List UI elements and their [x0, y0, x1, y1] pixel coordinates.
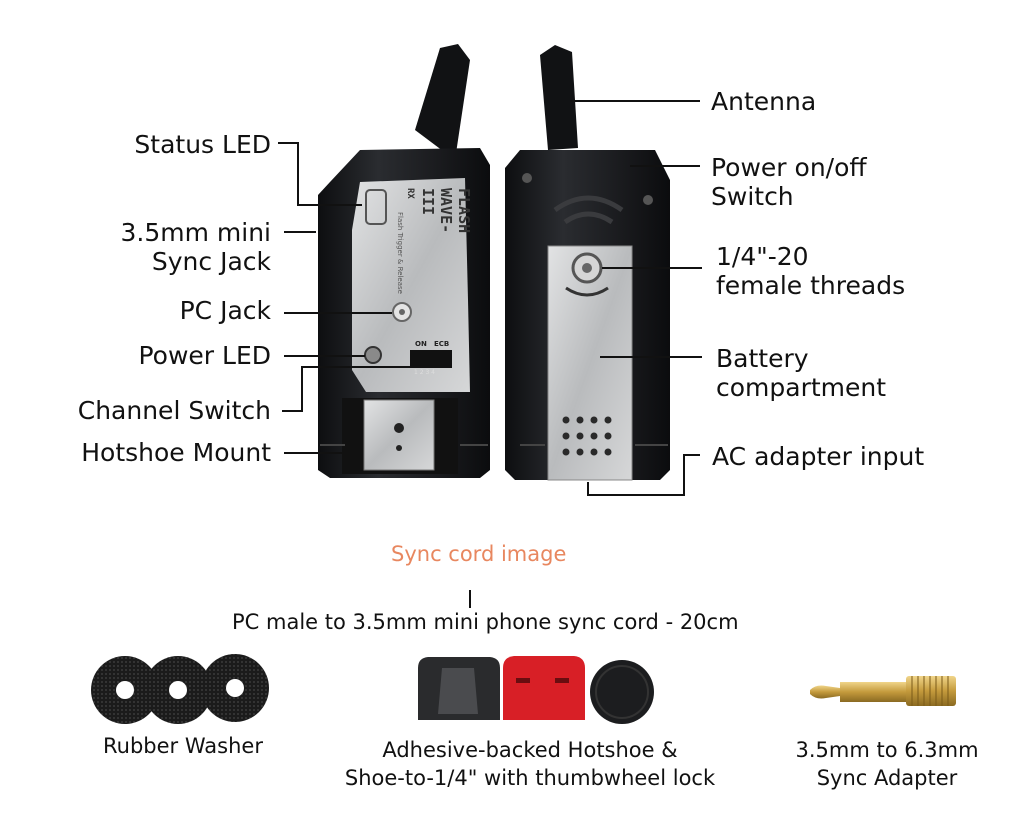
speaker-grille	[562, 416, 612, 456]
dip-number-labels: 1 2 3 4	[414, 369, 435, 376]
caption-rubber-washer: Rubber Washer	[70, 732, 296, 760]
leader-lines	[278, 100, 702, 608]
caption-sync-adapter-line-2: Sync Adapter	[816, 766, 958, 790]
label-antenna: Antenna	[711, 87, 817, 116]
device-brand: FLASH WAVE-III RX	[401, 188, 473, 244]
leader-ac-adapter	[587, 454, 700, 496]
power-led	[364, 346, 382, 364]
rubber-washers	[91, 654, 269, 724]
hotshoe-accessories	[418, 656, 654, 724]
hotshoe-mount	[363, 399, 435, 471]
back-antenna	[540, 45, 578, 150]
label-power-switch-line-1: Power on/off	[711, 153, 867, 182]
back-unit	[505, 45, 670, 481]
caption-sync-adapter: 3.5mm to 6.3mm Sync Adapter	[772, 736, 1002, 792]
label-hotshoe-mount: Hotshoe Mount	[81, 438, 271, 467]
status-led-window	[365, 189, 387, 225]
front-metal-plate	[352, 178, 470, 392]
label-battery-line-1: Battery	[716, 344, 809, 373]
front-antenna	[415, 44, 470, 160]
label-sync-jack-line-1: 3.5mm mini	[120, 218, 271, 247]
label-ac-adapter: AC adapter input	[712, 442, 925, 471]
red-adhesive-hotshoe	[503, 656, 585, 720]
caption-hotshoe-line-2: Shoe-to-1/4" with thumbwheel lock	[344, 766, 716, 790]
sync-cord-title: Sync cord image	[391, 542, 567, 566]
adapter-shaft	[840, 682, 906, 702]
label-power-led: Power LED	[138, 341, 271, 370]
caption-hotshoe: Adhesive-backed Hotshoe & Shoe-to-1/4" w…	[318, 736, 742, 792]
channel-dip-switch	[410, 350, 452, 368]
label-female-threads: 1/4"-20 female threads	[716, 242, 905, 300]
device-subtitle: Flash Trigger & Release	[396, 212, 404, 294]
label-power-switch: Power on/off Switch	[711, 153, 867, 211]
label-battery-line-2: compartment	[716, 373, 887, 402]
label-threads-line-1: 1/4"-20	[716, 242, 809, 271]
sync-cord-description: PC male to 3.5mm mini phone sync cord - …	[232, 610, 739, 634]
dip-on-label: ON	[415, 340, 427, 348]
label-channel-switch: Channel Switch	[77, 396, 271, 425]
label-sync-jack-line-2: Sync Jack	[151, 247, 271, 276]
label-threads-line-2: female threads	[716, 271, 906, 300]
label-sync-jack: 3.5mm mini Sync Jack	[120, 218, 271, 276]
sync-adapter	[810, 676, 956, 706]
label-power-switch-line-2: Switch	[711, 182, 794, 211]
caption-hotshoe-line-1: Adhesive-backed Hotshoe &	[382, 738, 678, 762]
leader-status-led	[278, 142, 362, 206]
dip-ecb-label: ECB	[434, 340, 450, 348]
label-pc-jack: PC Jack	[179, 296, 271, 325]
label-battery-compartment: Battery compartment	[716, 344, 886, 402]
caption-sync-adapter-line-1: 3.5mm to 6.3mm	[795, 738, 979, 762]
thumbwheel	[590, 660, 654, 724]
front-unit	[318, 44, 490, 478]
brand-line-1: FLASH	[455, 188, 473, 234]
adapter-tip	[810, 685, 840, 699]
label-status-led: Status LED	[134, 130, 271, 159]
leader-channel-switch	[282, 366, 410, 412]
battery-compartment	[547, 245, 633, 481]
brand-line-2: WAVE-III	[419, 188, 455, 234]
caption-rubber-washer-line-1: Rubber Washer	[103, 734, 263, 758]
